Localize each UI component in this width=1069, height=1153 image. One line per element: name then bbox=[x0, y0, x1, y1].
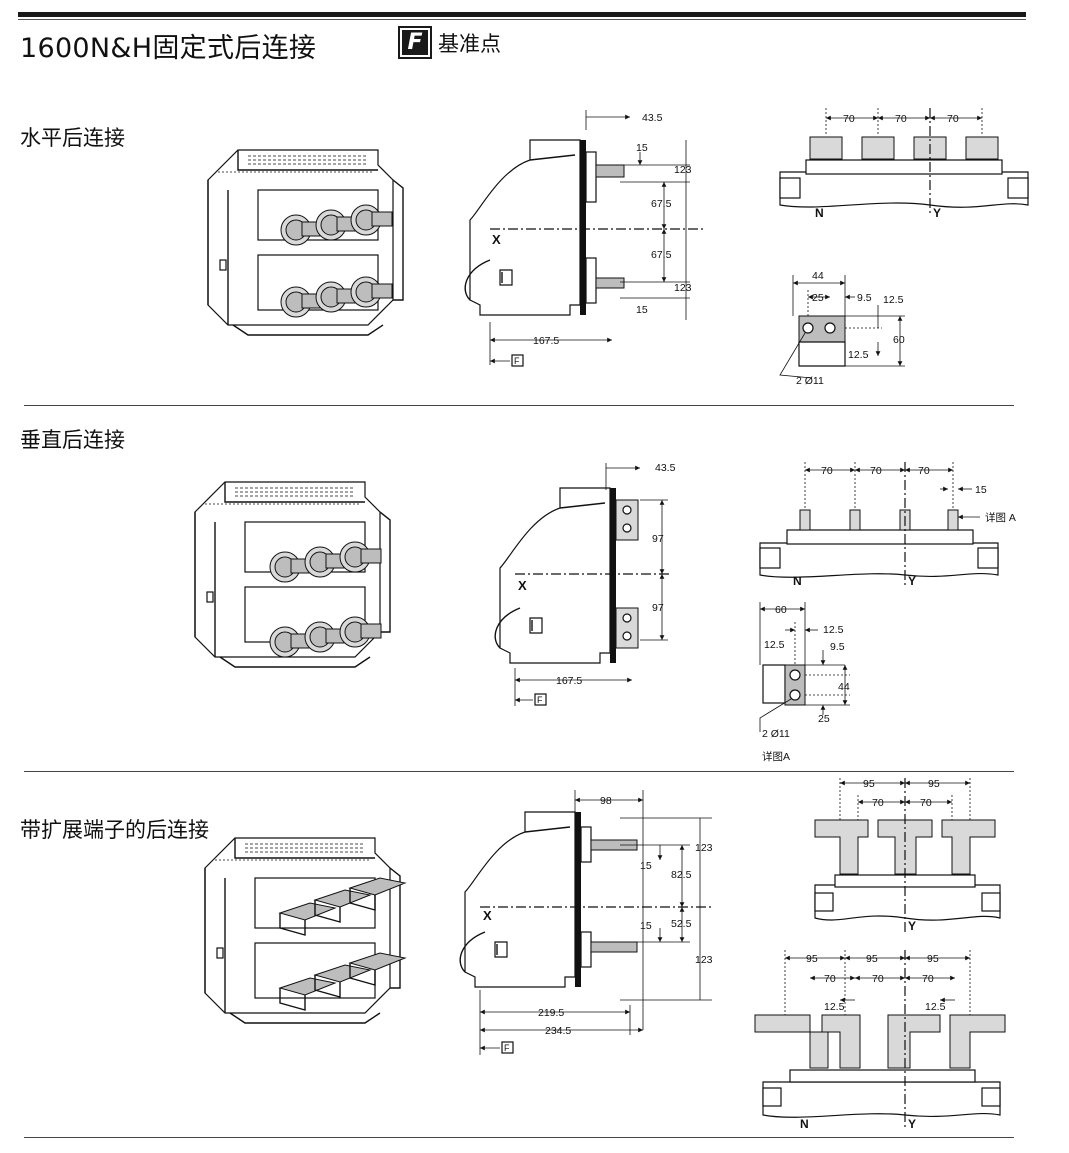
dim-label: 123 bbox=[674, 282, 692, 294]
dim-label: 219.5 bbox=[538, 1007, 564, 1019]
dim-label: 43.5 bbox=[655, 462, 676, 474]
detail-caption: 详图A bbox=[762, 750, 790, 763]
dim-label: 52.5 bbox=[671, 918, 692, 930]
dim-label: 70 bbox=[947, 113, 959, 125]
label-y: Y bbox=[933, 206, 941, 220]
ref-f-label: F bbox=[504, 1043, 510, 1053]
side-view-extended bbox=[459, 811, 638, 988]
dim-label: 70 bbox=[821, 465, 833, 477]
reference-point-label: 基准点 bbox=[438, 31, 501, 56]
dim-label: 70 bbox=[870, 465, 882, 477]
dim-label: 44 bbox=[838, 681, 850, 693]
dim-label: 25 bbox=[812, 292, 824, 304]
label-y: Y bbox=[908, 1117, 916, 1131]
dim-label: 167.5 bbox=[533, 335, 559, 347]
dim-label: 95 bbox=[927, 953, 939, 965]
dim-label: 15 bbox=[640, 920, 652, 932]
dim-label: 12.5 bbox=[883, 294, 904, 306]
label-n: N bbox=[793, 574, 802, 588]
section-divider bbox=[24, 1137, 1014, 1138]
detail-callout: 详图 A bbox=[985, 511, 1016, 524]
reference-f-icon: F bbox=[398, 26, 432, 59]
header-rule-thin bbox=[18, 19, 1026, 20]
dim-label: 15 bbox=[640, 860, 652, 872]
dim-label: 95 bbox=[928, 778, 940, 790]
axis-x-label: X bbox=[483, 908, 492, 923]
reference-point-legend: F 基准点 bbox=[398, 26, 501, 59]
dim-label: 12.5 bbox=[824, 1001, 845, 1013]
dim-label: 98 bbox=[600, 795, 612, 807]
hole-note: 2 Ø11 bbox=[762, 728, 790, 740]
page-title: 1600N&H固定式后连接 bbox=[20, 33, 317, 64]
dim-label: 70 bbox=[872, 797, 884, 809]
top-view-extended-2 bbox=[754, 950, 1006, 1128]
dim-label: 234.5 bbox=[545, 1025, 571, 1037]
dim-label: 70 bbox=[824, 973, 836, 985]
top-view-vertical bbox=[759, 462, 999, 585]
dim-label: 12.5 bbox=[764, 639, 785, 651]
dim-label: 25 bbox=[818, 713, 830, 725]
dim-label: 82.5 bbox=[671, 869, 692, 881]
dim-label: 95 bbox=[806, 953, 818, 965]
dim-label: 12.5 bbox=[925, 1001, 946, 1013]
top-view-extended-1 bbox=[814, 778, 1001, 932]
side-view-horizontal bbox=[464, 139, 625, 316]
dim-label: 12.5 bbox=[848, 349, 869, 361]
dim-label: 70 bbox=[843, 113, 855, 125]
ref-f-label: F bbox=[514, 356, 520, 366]
label-n: N bbox=[815, 206, 824, 220]
dim-label: 70 bbox=[895, 113, 907, 125]
ref-f-label: F bbox=[537, 695, 543, 705]
dim-label: 123 bbox=[674, 164, 692, 176]
dim-label: 9.5 bbox=[830, 641, 845, 653]
axis-x-label: X bbox=[492, 232, 501, 247]
dim-label: 67.5 bbox=[651, 249, 672, 261]
label-n: N bbox=[800, 1117, 809, 1131]
dim-label: 70 bbox=[920, 797, 932, 809]
section-title-horizontal: 水平后连接 bbox=[20, 126, 125, 150]
dim-label: 95 bbox=[866, 953, 878, 965]
iso-breaker-extended bbox=[204, 837, 407, 1024]
dim-label: 95 bbox=[863, 778, 875, 790]
dim-label: 15 bbox=[636, 304, 648, 316]
terminal-detail-horizontal bbox=[779, 275, 905, 379]
terminal-detail-vertical bbox=[759, 602, 850, 732]
label-y: Y bbox=[908, 574, 916, 588]
dim-label: 15 bbox=[975, 484, 987, 496]
section-title-extended: 带扩展端子的后连接 bbox=[20, 818, 209, 842]
dim-label: 123 bbox=[695, 954, 713, 966]
iso-breaker-vertical bbox=[194, 481, 391, 668]
dim-label: 60 bbox=[893, 334, 905, 346]
dim-label: 97 bbox=[652, 533, 664, 545]
dim-label: 70 bbox=[922, 973, 934, 985]
dim-label: 97 bbox=[652, 602, 664, 614]
section-title-vertical: 垂直后连接 bbox=[20, 428, 125, 452]
top-view-horizontal bbox=[779, 108, 1029, 215]
axis-x-label: X bbox=[518, 578, 527, 593]
section-divider bbox=[24, 771, 1014, 772]
iso-breaker-horizontal bbox=[207, 149, 404, 336]
dim-label: 43.5 bbox=[642, 112, 663, 124]
label-y: Y bbox=[908, 919, 916, 933]
dim-label: 44 bbox=[812, 270, 824, 282]
dim-label: 70 bbox=[872, 973, 884, 985]
section-divider bbox=[24, 405, 1014, 406]
hole-note: 2 Ø11 bbox=[796, 375, 824, 387]
dim-label: 167.5 bbox=[556, 675, 582, 687]
dim-label: 67.5 bbox=[651, 198, 672, 210]
dim-label: 123 bbox=[695, 842, 713, 854]
dim-label: 70 bbox=[918, 465, 930, 477]
header-rule bbox=[18, 12, 1026, 17]
dim-label: 60 bbox=[775, 604, 787, 616]
dim-label: 9.5 bbox=[857, 292, 872, 304]
side-view-vertical bbox=[494, 487, 639, 664]
dim-label: 15 bbox=[636, 142, 648, 154]
dim-label: 12.5 bbox=[823, 624, 844, 636]
